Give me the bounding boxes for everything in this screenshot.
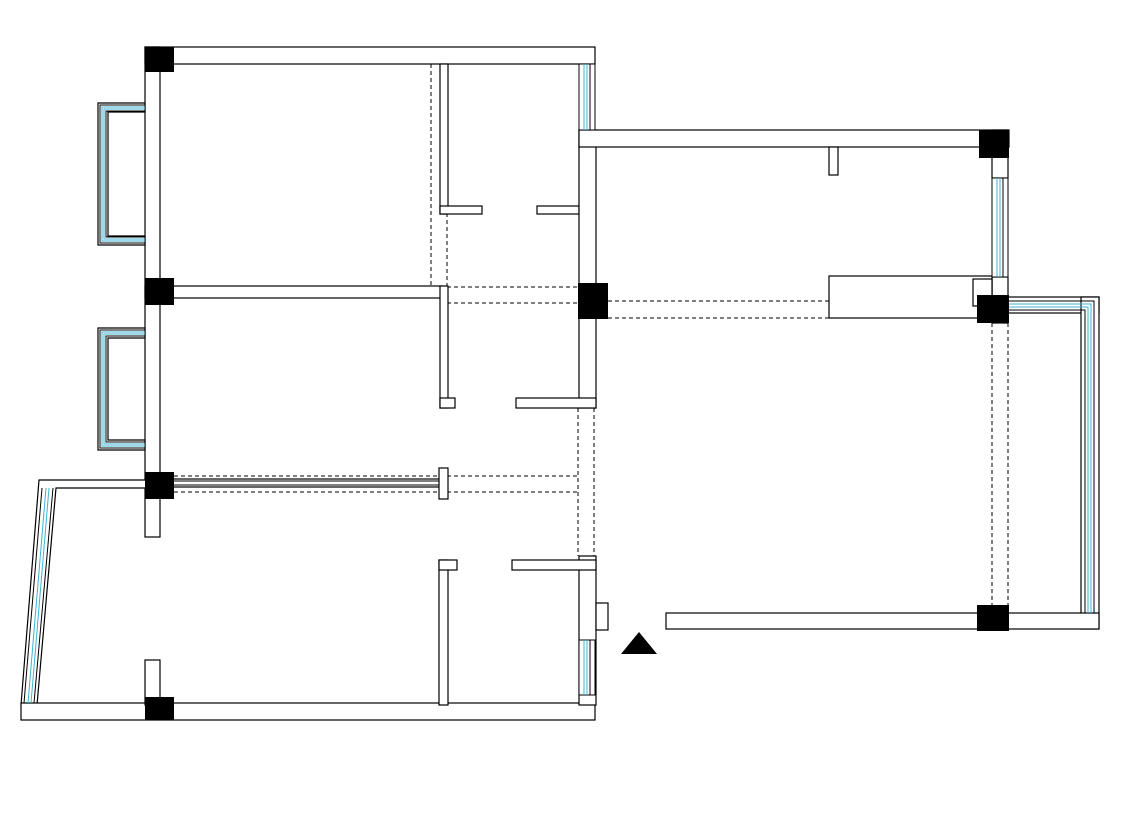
wall-room-2-door-stub [439, 397, 456, 409]
hidden-lines [174, 64, 1009, 605]
wall-right-room-top [578, 129, 1010, 148]
window-right-room-east [991, 177, 1009, 278]
column-top-right [979, 130, 1009, 158]
column-top-left [145, 47, 174, 72]
wall-room-3-niche [595, 602, 609, 631]
wall-partition-post [438, 467, 449, 500]
wall-top-left-room [144, 46, 596, 65]
wall-room-3-door-stub [438, 559, 458, 571]
wall-right-room-stub [828, 146, 839, 176]
wall-divider-rooms-2-3 [144, 478, 442, 488]
window-room-3-east [578, 639, 596, 696]
wall-room-3-partition [438, 559, 449, 706]
window-bay-upper [99, 104, 145, 244]
entrance-triangle-icon [621, 632, 657, 654]
window-bay-lower [99, 329, 145, 449]
window-top-room-1 [578, 63, 596, 131]
wall-center-column-upper [578, 129, 597, 409]
column-center [578, 283, 608, 319]
window-slanted-west [23, 487, 54, 704]
column-left-mid-upper [145, 278, 174, 305]
columns [145, 47, 1009, 720]
wall-room-1-door-left [439, 205, 483, 215]
window-balcony [1008, 300, 1095, 613]
wall-balcony-bottom [665, 612, 1100, 630]
wall-divider-rooms-1-2 [144, 285, 443, 299]
wall-balcony-east [1080, 296, 1100, 630]
partition-track [174, 480, 439, 486]
column-right-mid [977, 295, 1009, 323]
wall-room-2-door-right [515, 397, 597, 409]
column-bottom-left [145, 697, 174, 720]
wall-room-2-east [439, 285, 449, 409]
wall-bottom-outer [20, 702, 596, 721]
wall-right-room-bottom [828, 275, 993, 319]
wall-room-1-door-right [536, 205, 580, 215]
wall-room-1-east [439, 63, 449, 215]
bay-window-frame-lower [97, 327, 146, 451]
wall-room-3-door-right [511, 559, 597, 571]
column-bottom-right [977, 605, 1009, 631]
windows [23, 63, 1095, 704]
bay-window-frame-upper [97, 102, 146, 246]
column-left-mid-lower [145, 472, 174, 499]
